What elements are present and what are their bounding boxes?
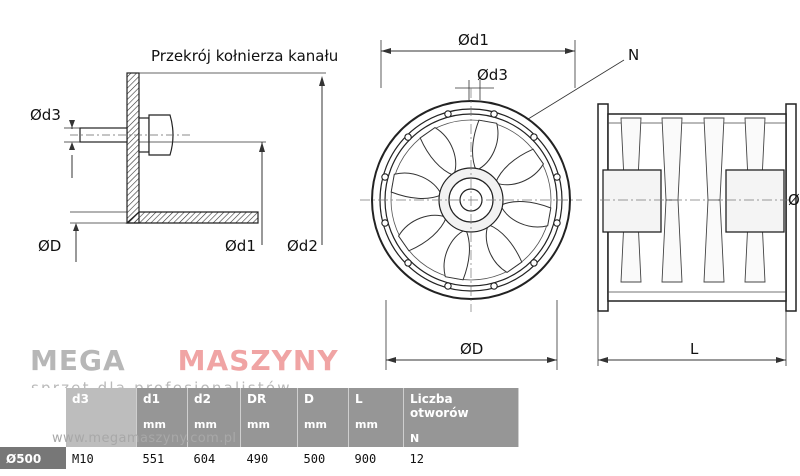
flange-d1-label: Ød1	[225, 237, 256, 255]
fan-blade	[485, 223, 523, 274]
bolt-hole	[444, 282, 452, 290]
bolt-hole	[530, 133, 538, 141]
bolt-holes	[381, 110, 561, 290]
front-D-label: ØD	[460, 340, 483, 358]
front-N-label: N	[628, 46, 639, 64]
bolt-hole	[404, 133, 412, 141]
fan-blade	[499, 201, 552, 228]
fan-blades	[390, 119, 552, 281]
flange-section: Przekrój kołnierza kanału Ød3 ØD	[30, 47, 338, 262]
section-title: Przekrój kołnierza kanału	[151, 47, 338, 65]
bolt-hole	[490, 110, 498, 118]
cell-holes: 12	[409, 451, 424, 466]
brand-right: MASZYNY	[177, 344, 339, 377]
side-blade	[661, 117, 683, 201]
cell-d2: 604	[193, 451, 216, 466]
bolt-hole	[444, 110, 452, 118]
table-row: Ø500 M10 551 604 490 500 900 12	[0, 447, 519, 469]
cell-d1: 551	[142, 451, 165, 466]
row-size: Ø500	[0, 447, 66, 469]
bolt-hole	[553, 219, 561, 227]
side-L-label: L	[690, 340, 699, 358]
header-d3: d3	[66, 388, 137, 447]
fan-blade	[494, 148, 545, 186]
brand-left: MEGA	[30, 344, 126, 377]
flange-d2-label: Ød2	[287, 237, 318, 255]
watermark-brand: MEGA MASZYNY	[30, 344, 339, 377]
fan-blade	[390, 172, 443, 199]
cell-D: 500	[303, 451, 326, 466]
cell-L: 900	[354, 451, 377, 466]
bolt-hole	[530, 259, 538, 267]
side-blade	[703, 117, 725, 201]
watermark-url: www.megamaszyny.com.pl	[52, 431, 237, 446]
flange-D-label: ØD	[38, 237, 61, 255]
bolt-hole	[381, 219, 389, 227]
side-DR-label: ØDR	[788, 191, 800, 209]
cell-d3: M10	[72, 451, 94, 466]
duct-wall	[125, 211, 259, 224]
fan-blade	[397, 214, 448, 252]
front-d1-label: Ød1	[458, 31, 489, 49]
motor-right	[725, 169, 785, 233]
bolt-hole	[381, 173, 389, 181]
bolt-hole	[404, 259, 412, 267]
header-empty	[0, 388, 66, 447]
bolt	[70, 114, 190, 156]
side-blade	[661, 199, 683, 283]
motor-left	[602, 169, 662, 233]
flange-plate	[126, 72, 140, 224]
front-view: Ød1 Ød3 N ØD	[360, 31, 639, 370]
fan-blade	[419, 126, 457, 177]
side-blade	[703, 199, 725, 283]
bolt-hole	[490, 282, 498, 290]
side-view: L ØDR	[597, 103, 800, 366]
cell-DR: 490	[246, 451, 269, 466]
flange-d3-label: Ød3	[30, 106, 61, 124]
front-d3-label: Ød3	[477, 66, 508, 84]
fan-blade	[472, 119, 499, 172]
fan-blade	[443, 228, 470, 281]
bolt-hole	[553, 173, 561, 181]
